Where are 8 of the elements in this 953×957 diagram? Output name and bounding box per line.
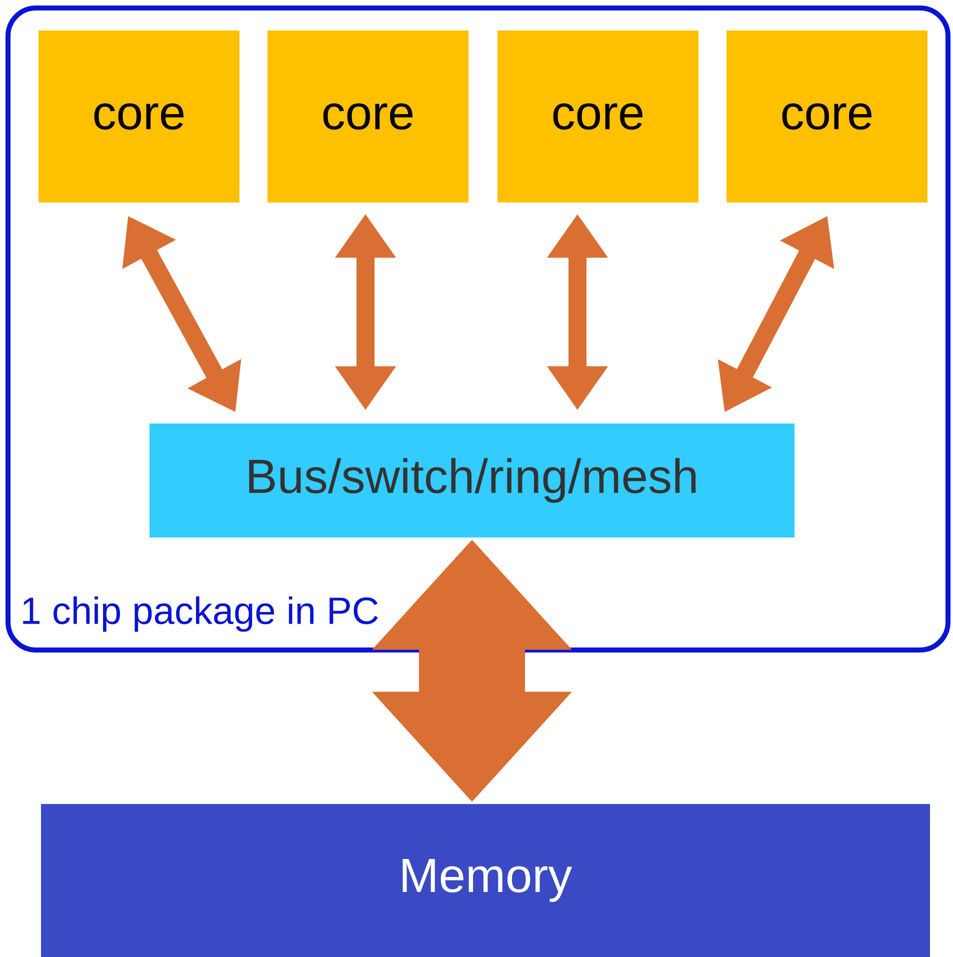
core-box: core bbox=[726, 30, 928, 202]
core-box: core bbox=[268, 30, 468, 202]
package-label: 1 chip package in PC bbox=[23, 596, 378, 632]
bus-box: Bus/switch/ring/mesh bbox=[150, 424, 794, 538]
memory-box: Memory bbox=[41, 804, 930, 957]
core-box: core bbox=[498, 30, 698, 202]
double-arrow bbox=[372, 540, 572, 802]
core-box: core bbox=[38, 30, 240, 202]
